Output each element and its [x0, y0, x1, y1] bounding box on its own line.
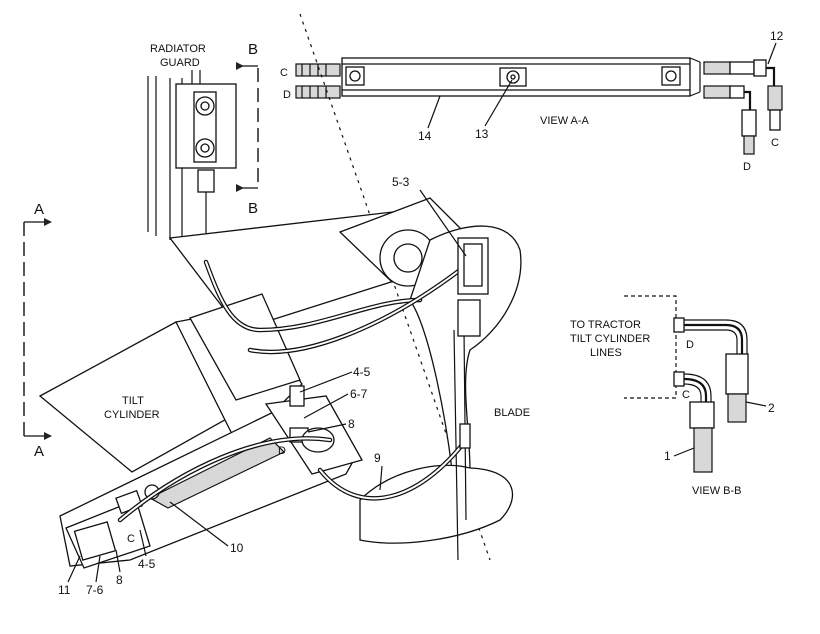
callout-1: 1 [664, 449, 671, 463]
tilt-cylinder-label-line1: TILT [122, 395, 144, 407]
callout-13: 13 [475, 127, 489, 141]
callout-11: 11 [58, 583, 71, 597]
view-aa-label: VIEW A-A [540, 115, 590, 127]
aa-hose-d-right: D [743, 161, 751, 173]
radiator-label-line1: RADIATOR [150, 43, 206, 55]
callout-14: 14 [418, 129, 432, 143]
section-a-arrows: A A [23, 201, 52, 460]
callout-5-3: 5-3 [392, 175, 410, 189]
section-b-top: B [248, 41, 258, 58]
view-bb: TO TRACTOR TILT CYLINDER LINES D C 2 1 V… [570, 295, 775, 497]
callout-2: 2 [768, 401, 775, 415]
aa-hose-c-right: C [771, 137, 779, 149]
section-a-top: A [34, 201, 44, 218]
callout-9: 9 [374, 451, 381, 465]
callout-4-5-upper: 4-5 [353, 365, 371, 379]
to-tractor-line2: TILT CYLINDER [570, 333, 650, 345]
callout-6-7: 6-7 [350, 387, 368, 401]
aa-hose-c-left: C [280, 67, 288, 79]
to-tractor-line1: TO TRACTOR [570, 319, 641, 331]
callout-7-6: 7-6 [86, 583, 104, 597]
view-bb-label: VIEW B-B [692, 485, 742, 497]
callout-4-5-lower: 4-5 [138, 557, 156, 571]
callout-8-upper: 8 [348, 417, 355, 431]
main-assembly: TILT CYLINDER BLADE D C 5-3 4-5 6-7 8 9 … [38, 13, 530, 597]
radiator-guard-view: RADIATOR GUARD B B [147, 41, 259, 262]
blade-label: BLADE [494, 407, 530, 419]
main-hose-d: D [278, 445, 286, 457]
main-hose-c: C [127, 533, 135, 545]
tilt-cylinder-label-line2: CYLINDER [104, 409, 160, 421]
bb-hose-d: D [686, 339, 694, 351]
callout-12: 12 [770, 29, 784, 43]
section-b-bottom: B [248, 200, 258, 217]
view-aa: C D C D 12 13 14 VIEW A-A [280, 29, 784, 173]
to-tractor-line3: LINES [590, 347, 622, 359]
callout-10: 10 [230, 541, 244, 555]
section-a-bottom: A [34, 443, 44, 460]
callout-8-lower: 8 [116, 573, 123, 587]
aa-hose-d-left: D [283, 89, 291, 101]
bb-hose-c: C [682, 389, 690, 401]
radiator-label-line2: GUARD [160, 57, 200, 69]
